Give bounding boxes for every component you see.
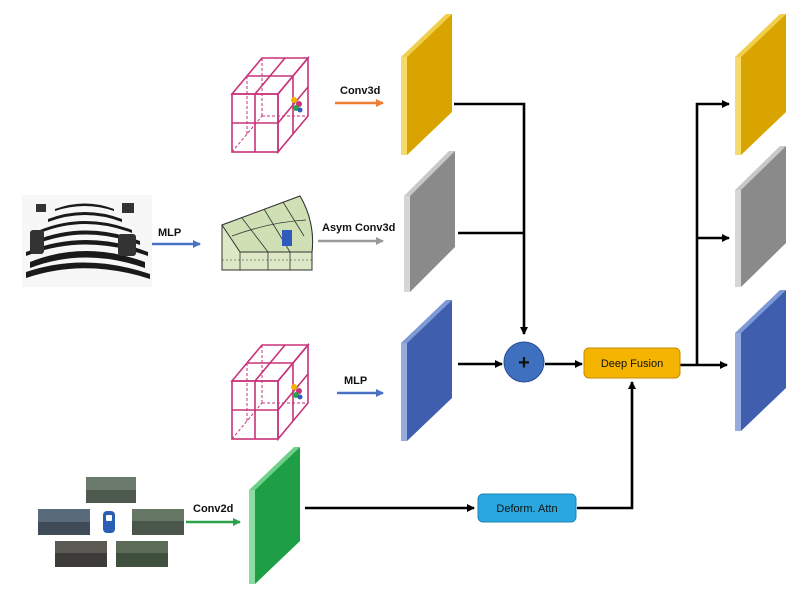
voxel-grid-icon-bottom xyxy=(230,342,310,442)
feature-map-blue-right xyxy=(735,290,786,431)
voxel-dots-top xyxy=(291,97,303,113)
voxel-grid-icon-top xyxy=(230,55,310,155)
cylindrical-partition-icon xyxy=(221,195,314,271)
feature-map-orange-right xyxy=(735,14,786,155)
feature-map-gray-right xyxy=(735,146,786,287)
add-node-symbol: + xyxy=(518,352,530,374)
deform-attn-block: Deform. Attn xyxy=(477,493,577,523)
multi-view-camera-images xyxy=(38,477,184,567)
conv2d-label: Conv2d xyxy=(193,503,233,515)
feature-map-gray-left xyxy=(404,151,455,292)
conv3d-label: Conv3d xyxy=(340,85,380,97)
feature-map-blue-left xyxy=(401,300,452,441)
mlp-label-bottom: MLP xyxy=(344,375,367,387)
mlp-label-top: MLP xyxy=(158,227,181,239)
add-node: + xyxy=(503,341,545,383)
asym-conv3d-label: Asym Conv3d xyxy=(322,222,395,234)
deep-fusion-block: Deep Fusion xyxy=(583,347,681,379)
deep-fusion-label: Deep Fusion xyxy=(601,358,663,370)
voxel-dots-bottom xyxy=(291,384,303,400)
lidar-point-cloud xyxy=(22,195,152,287)
deform-attn-label: Deform. Attn xyxy=(496,503,557,515)
feature-map-orange-left xyxy=(401,14,452,155)
feature-map-green xyxy=(249,447,300,584)
connector-lines xyxy=(305,100,730,512)
